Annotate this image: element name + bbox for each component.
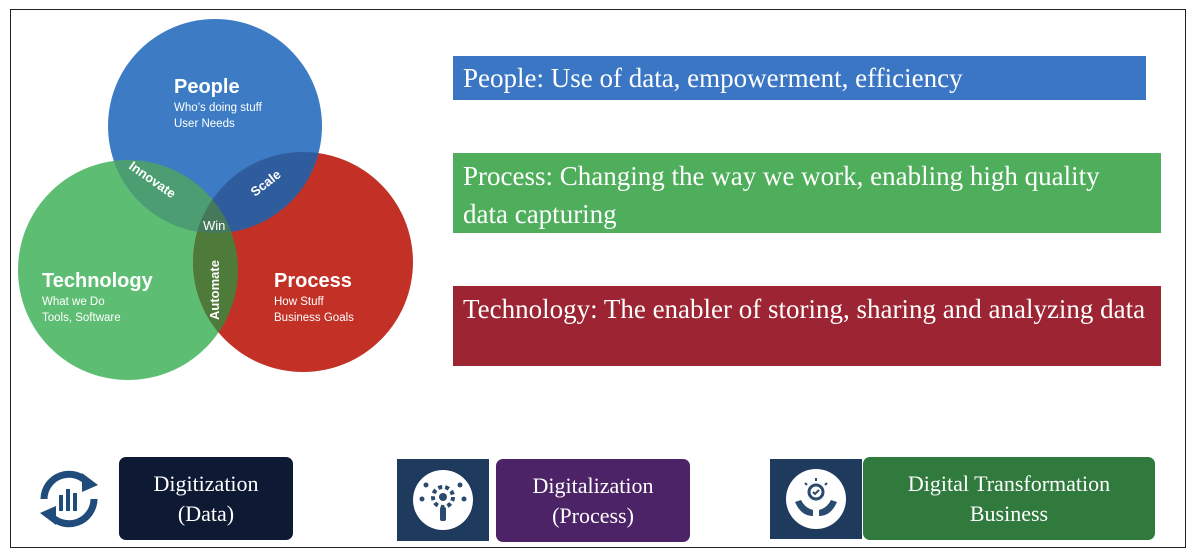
process-gear-icon (397, 459, 489, 541)
process-banner: Process: Changing the way we work, enabl… (453, 153, 1161, 233)
data-sync-icon (24, 458, 114, 540)
digitalization-box: Digitalization (Process) (496, 459, 690, 542)
people-banner: People: Use of data, empowerment, effici… (453, 56, 1146, 100)
digitalization-line2: (Process) (552, 502, 634, 528)
technology-title: Technology (42, 270, 154, 292)
digitization-line2: (Data) (177, 500, 235, 526)
process-line2: Business Goals (274, 312, 354, 324)
technology-line2: Tools, Software (42, 312, 121, 324)
caring-hands-icon (770, 459, 862, 539)
technology-line1: What we Do (42, 296, 105, 308)
process-line1: How Stuff (274, 296, 324, 308)
digitalization-line1: Digitalization (532, 472, 654, 498)
people-line2: User Needs (174, 118, 235, 130)
innovate-overlap (108, 160, 238, 233)
technology-banner: Technology: The enabler of storing, shar… (453, 286, 1161, 366)
people-line1: Who’s doing stuff (174, 102, 263, 114)
scale-overlap (193, 152, 322, 233)
digital-transformation-line1: Digital Transformation (907, 470, 1111, 496)
digital-transformation-box: Digital Transformation Business (863, 457, 1155, 540)
digitization-box: Digitization (Data) (119, 457, 293, 540)
process-title: Process (274, 270, 352, 292)
venn-diagram: People Who’s doing stuff User Needs Tech… (0, 0, 430, 400)
people-title: People (174, 76, 240, 98)
win-label: Win (203, 218, 225, 233)
digitization-line1: Digitization (153, 470, 259, 496)
automate-label: Automate (207, 260, 222, 320)
digital-transformation-line2: Business (969, 500, 1049, 526)
